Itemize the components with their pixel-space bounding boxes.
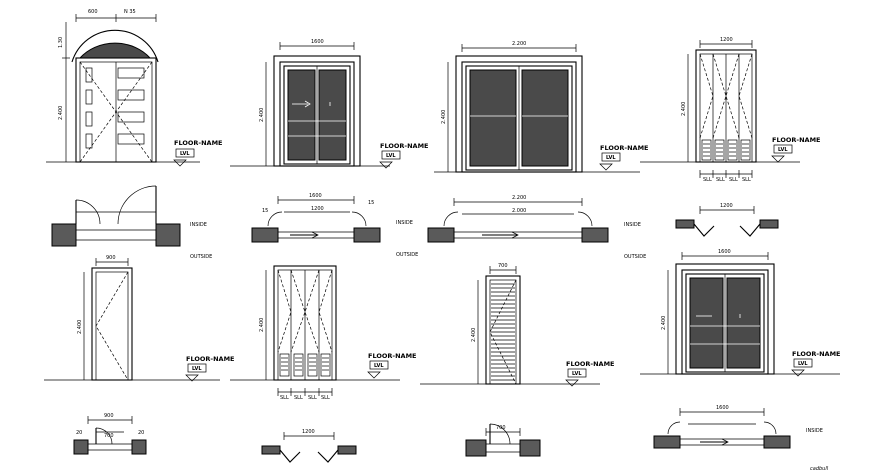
dim-e8-width: 1600 xyxy=(718,249,731,255)
floor-name-tag-4: FLOOR-NAME xyxy=(772,136,820,144)
floor-name-tag-3: FLOOR-NAME xyxy=(600,144,648,152)
dim-p4-width: 1200 xyxy=(720,203,733,209)
dim-arched-top-right: N 35 xyxy=(124,9,136,15)
louvre-dim-6: SLL xyxy=(294,395,303,401)
louvre-dim-5: SLL xyxy=(280,395,289,401)
dim-p6-width: 1200 xyxy=(302,429,315,435)
sliding-door-2200-elevation: 2.200 2.400 FLOOR-NAME LVL xyxy=(434,41,648,173)
dim-p2-inner: 1200 xyxy=(311,206,324,212)
floor-name-tag-7: FLOOR-NAME xyxy=(566,360,614,368)
single-door-900-elevation: 900 2.400 FLOOR-NAME LVL xyxy=(44,255,234,382)
floor-name-tag-8: FLOOR-NAME xyxy=(792,350,840,358)
floor-name-tag-5: FLOOR-NAME xyxy=(186,355,234,363)
louvre-dim-8: SLL xyxy=(321,395,330,401)
dim-arched-height: 2.400 xyxy=(58,106,64,120)
sliding-door-1600-elevation: 1600 2.400 FLOOR-NAME LVL xyxy=(230,39,428,169)
sliding-door-1600-plan-2: 1600 INSIDE cadbull xyxy=(653,405,829,472)
dim-p3-outer: 2.200 xyxy=(512,195,526,201)
level-tag-6: LVL xyxy=(374,363,384,369)
dim-p8-width: 1600 xyxy=(716,405,729,411)
folding-door-1200-plan-2: 1200 xyxy=(261,429,357,463)
dim-p5-outer: 900 xyxy=(104,413,114,419)
cadbull-logo-text: cadbull xyxy=(810,466,829,472)
arched-double-door-elevation: 600 N 35 1.30 2.400 FLOOR-NAME LVL xyxy=(46,9,222,167)
louvre-door-700-plan: 700 xyxy=(465,423,541,457)
dim-arched-top-left: 600 xyxy=(88,9,98,15)
dim-p3-inner: 2.000 xyxy=(512,208,526,214)
dim-p5-inner: 700 xyxy=(104,433,114,439)
folding-louvre-door-elevation-2: SLL SLL SLL SLL 2.400 FLOOR-NAME LVL xyxy=(230,265,416,401)
level-tag-7: LVL xyxy=(572,371,582,377)
outside-label-3: OUTSIDE xyxy=(624,254,646,260)
level-tag-2: LVL xyxy=(386,153,396,159)
floor-name-tag-1: FLOOR-NAME xyxy=(174,139,222,147)
sliding-door-1600-plan: 1600 1200 15 15 INSIDE OUTSIDE xyxy=(251,193,418,258)
level-tag-1: LVL xyxy=(180,151,190,157)
folding-door-1200-plan: 1200 xyxy=(675,203,779,237)
dim-p7-width: 700 xyxy=(496,425,506,431)
arched-double-door-plan: INSIDE OUTSIDE xyxy=(51,185,212,260)
dim-p2-outer: 1600 xyxy=(309,193,322,199)
dim-e5-height: 2.400 xyxy=(77,320,83,334)
folding-louvre-door-elevation: SLL SLL SLL SLL 1200 2.400 FLOOR-NAME LV… xyxy=(640,37,820,183)
sliding-door-2200-plan: 2.200 2.000 INSIDE OUTSIDE xyxy=(427,195,646,260)
level-tag-8: LVL xyxy=(798,361,808,367)
louvre-dim-3: SLL xyxy=(729,177,738,183)
level-tag-3: LVL xyxy=(606,155,616,161)
single-door-900-plan: 900 700 20 20 xyxy=(73,413,147,455)
floor-name-tag-2: FLOOR-NAME xyxy=(380,142,428,150)
level-tag-5: LVL xyxy=(192,366,202,372)
outside-label-1: OUTSIDE xyxy=(190,254,212,260)
outside-label-2: OUTSIDE xyxy=(396,252,418,258)
sliding-door-1600-elevation-2: 1600 2.400 FLOOR-NAME LVL xyxy=(640,249,840,377)
dim-p2-side-right: 15 xyxy=(368,200,374,206)
dim-e2-width: 1600 xyxy=(311,39,324,45)
floor-name-tag-6: FLOOR-NAME xyxy=(368,352,416,360)
dim-e6-height: 2.400 xyxy=(259,318,265,332)
dim-e7-width: 700 xyxy=(498,263,508,269)
dim-e3-height: 2.400 xyxy=(441,110,447,124)
dim-e7-height: 2.400 xyxy=(471,328,477,342)
dim-e3-width: 2.200 xyxy=(512,41,526,47)
louvre-dim-4: SLL xyxy=(742,177,751,183)
dim-e5-width: 900 xyxy=(106,255,116,261)
dim-e4-width: 1200 xyxy=(720,37,733,43)
louvre-dim-7: SLL xyxy=(308,395,317,401)
dim-e4-height: 2.400 xyxy=(681,102,687,116)
dim-e8-height: 2.400 xyxy=(661,316,667,330)
level-tag-4: LVL xyxy=(778,147,788,153)
dim-p5-side-right: 20 xyxy=(138,430,144,436)
dim-e2-height: 2.400 xyxy=(259,108,265,122)
dim-p2-side-left: 15 xyxy=(262,208,268,214)
dim-p5-side-left: 20 xyxy=(76,430,82,436)
louvre-door-700-elevation: 700 2.400 FLOOR-NAME LVL xyxy=(420,263,614,387)
dim-arched-rise: 1.30 xyxy=(58,37,64,48)
louvre-dim-1: SLL xyxy=(703,177,712,183)
louvre-dim-2: SLL xyxy=(716,177,725,183)
inside-label-4: INSIDE xyxy=(806,428,823,434)
louvre-slats xyxy=(491,283,515,381)
inside-label-3: INSIDE xyxy=(624,222,641,228)
inside-label-1: INSIDE xyxy=(190,222,207,228)
inside-label-2: INSIDE xyxy=(396,220,413,226)
